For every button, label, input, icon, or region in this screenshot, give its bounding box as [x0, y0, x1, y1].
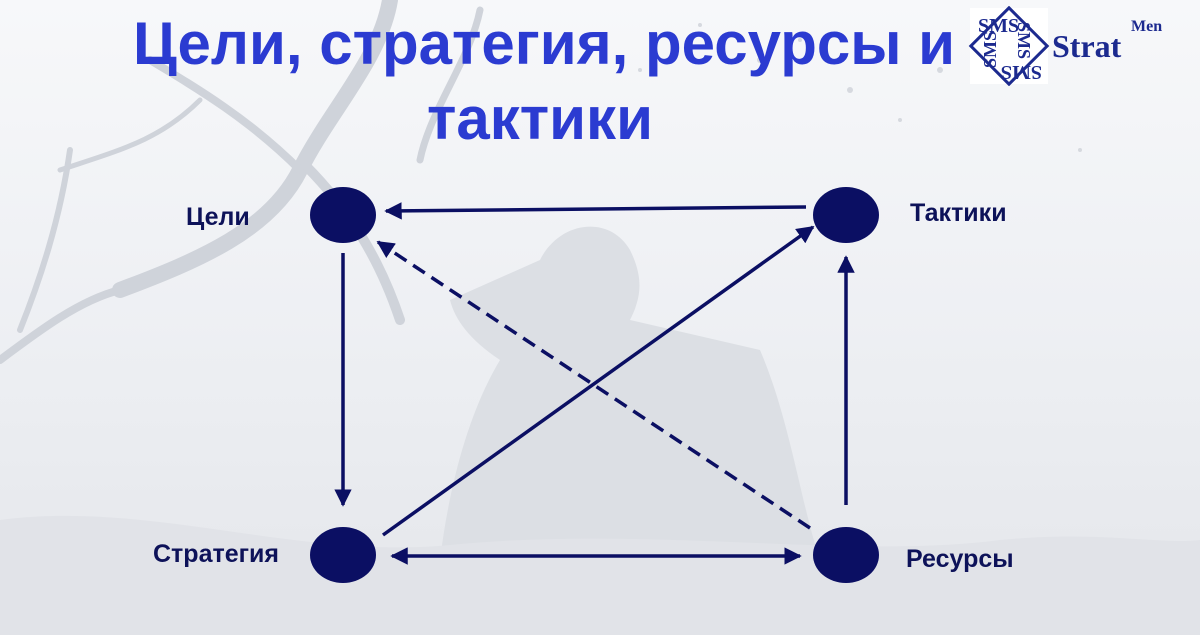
label-tactics: Тактики — [910, 199, 1007, 227]
stratmen-logo: SMS SMS SMS SMS Strat Men — [968, 6, 1198, 86]
logo-wordmark: Strat — [1052, 28, 1122, 64]
page-title-line-2: тактики — [427, 85, 653, 152]
arrow-strategy-to-tactics — [381, 225, 815, 537]
monogram-text-left: SMS — [980, 31, 1000, 68]
monogram-text-top: SMS — [978, 15, 1019, 37]
node-resources — [813, 527, 879, 583]
monogram-text-right: SMS — [1014, 22, 1034, 59]
node-goals — [310, 187, 376, 243]
arrow-tactics-to-goals — [384, 202, 807, 220]
logo-superscript: Men — [1131, 18, 1163, 35]
page-title-line-1: Цели, стратегия, ресурсы и — [133, 10, 956, 77]
label-goals: Цели — [186, 203, 250, 231]
sms-monogram-icon: SMS SMS SMS SMS — [968, 6, 1050, 86]
monogram-text-bottom: SMS — [1001, 61, 1042, 83]
label-resources: Ресурсы — [906, 545, 1014, 573]
dashed-arrow-resources-to-goals — [376, 240, 811, 530]
label-strategy: Стратегия — [153, 540, 279, 568]
node-strategy — [310, 527, 376, 583]
node-tactics — [813, 187, 879, 243]
